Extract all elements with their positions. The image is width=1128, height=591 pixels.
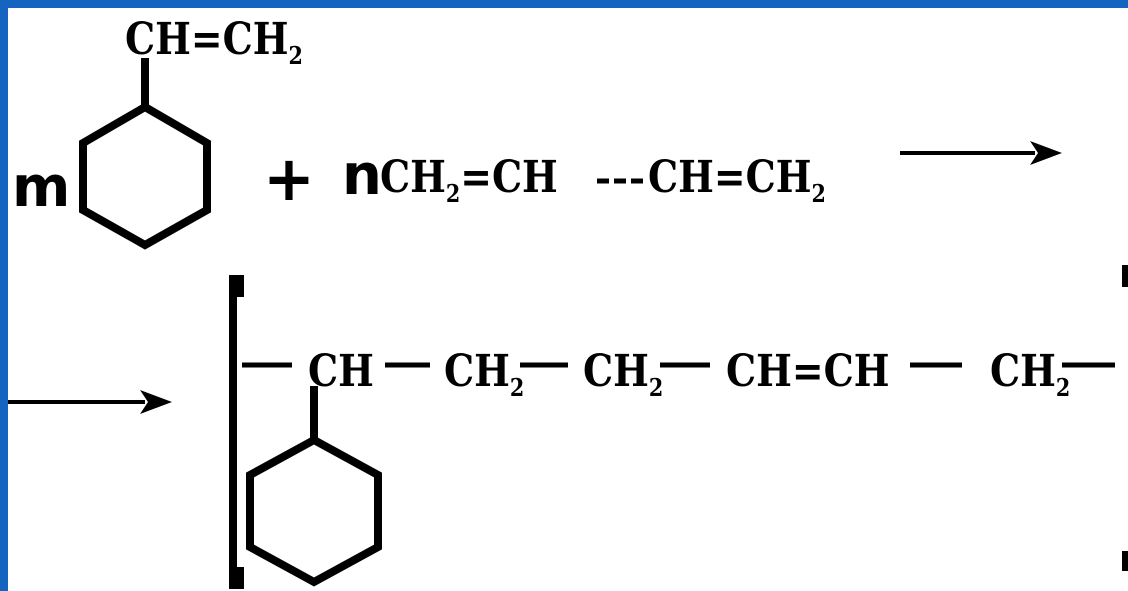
product-ch2-second-subscript: 2 [648, 373, 664, 402]
product-ch2-first-text: CH [444, 346, 510, 397]
butadiene-ch2-subscript: 2 [445, 179, 461, 208]
coefficient-n: n [342, 143, 382, 208]
product-ch2-third: CH2 [990, 350, 1070, 400]
coefficient-m: m [12, 155, 71, 220]
butadiene-chch2-text: CH=CH [648, 152, 812, 203]
product-ch2-first-subscript: 2 [509, 373, 525, 402]
product-ch2-first: CH2 [444, 350, 524, 400]
reaction-arrow-top [900, 141, 1062, 165]
polymer-bracket-right [1122, 265, 1128, 571]
product-ch2-second: CH2 [583, 350, 663, 400]
diagram-canvas: CH=CH2 m + n CH2=CH CH=CH2 CH CH2 CH2 CH… [8, 8, 1128, 591]
butadiene-eq-ch-text: =CH [460, 152, 558, 203]
product-ch-text: CH [308, 346, 374, 397]
product-ch2-third-text: CH [990, 346, 1056, 397]
styrene-vinyl-text: CH=CH [125, 14, 289, 65]
butadiene-chch2-subscript: 2 [811, 179, 826, 208]
styrene-vinyl-group: CH=CH2 [125, 18, 303, 68]
styrene-vinyl-subscript: 2 [288, 41, 303, 70]
butadiene-part-2: CH=CH2 [648, 156, 826, 206]
product-ch2-second-text: CH [583, 346, 649, 397]
reaction-arrow-bottom [8, 390, 172, 414]
plus-sign: + [263, 142, 315, 215]
benzene-ring-reactant [79, 102, 211, 250]
product-ch-eq-ch: CH=CH [726, 350, 889, 394]
product-ch-eq-ch-text: CH=CH [726, 346, 890, 397]
benzene-ring-product [246, 435, 382, 587]
product-ch: CH [308, 350, 374, 394]
polymer-bracket-left [229, 275, 244, 589]
butadiene-part-1: CH2=CH [380, 156, 558, 206]
structure-lines [8, 58, 1128, 589]
butadiene-ch2-text: CH [380, 152, 446, 203]
product-ch2-third-subscript: 2 [1055, 373, 1071, 402]
